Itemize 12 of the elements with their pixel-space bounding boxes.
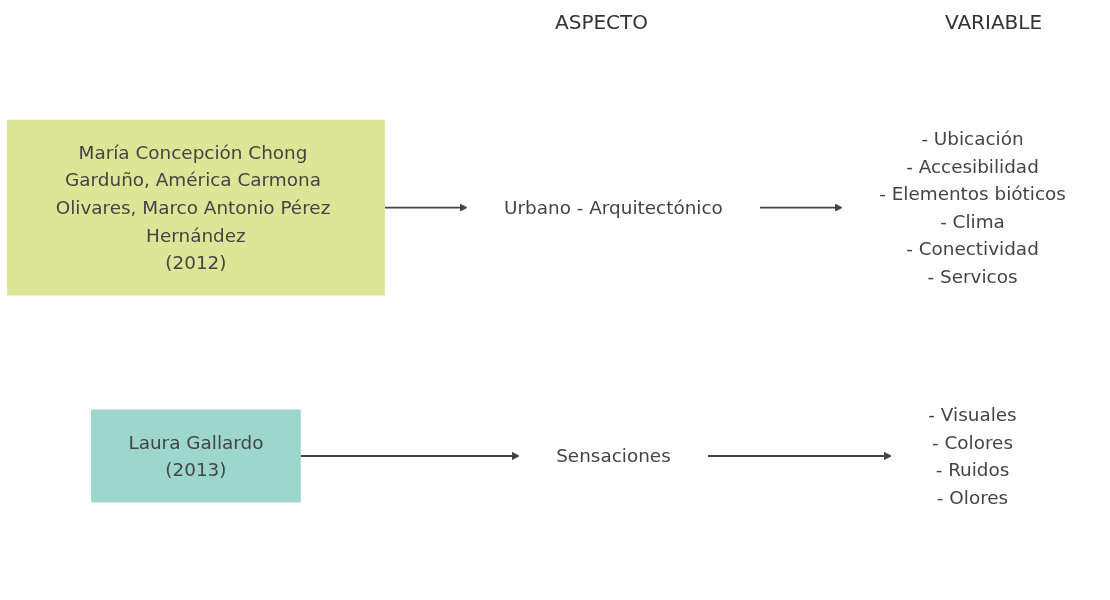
- node-text: - Ubicación - Accesibilidad - Elementos bióticos - Clima - Conectividad - Servicos: [879, 127, 1066, 288]
- node-text: Urbano - Arquitectónico: [504, 196, 723, 219]
- arrow: [383, 203, 468, 212]
- node-text: Sensaciones: [556, 444, 671, 467]
- arrow: [758, 203, 843, 212]
- node-box: Laura Gallardo (2013): [91, 409, 301, 502]
- node-box: María Concepción Chong Garduño, América Carmona Olivares, Marco Antonio Pérez Hernández (2012): [6, 119, 385, 295]
- arrow: [299, 451, 520, 460]
- column-heading: ASPECTO: [555, 10, 648, 34]
- arrow: [706, 451, 892, 460]
- column-heading: VARIABLE: [945, 10, 1043, 34]
- node-text: - Visuales - Colores - Ruidos - Olores: [928, 403, 1017, 508]
